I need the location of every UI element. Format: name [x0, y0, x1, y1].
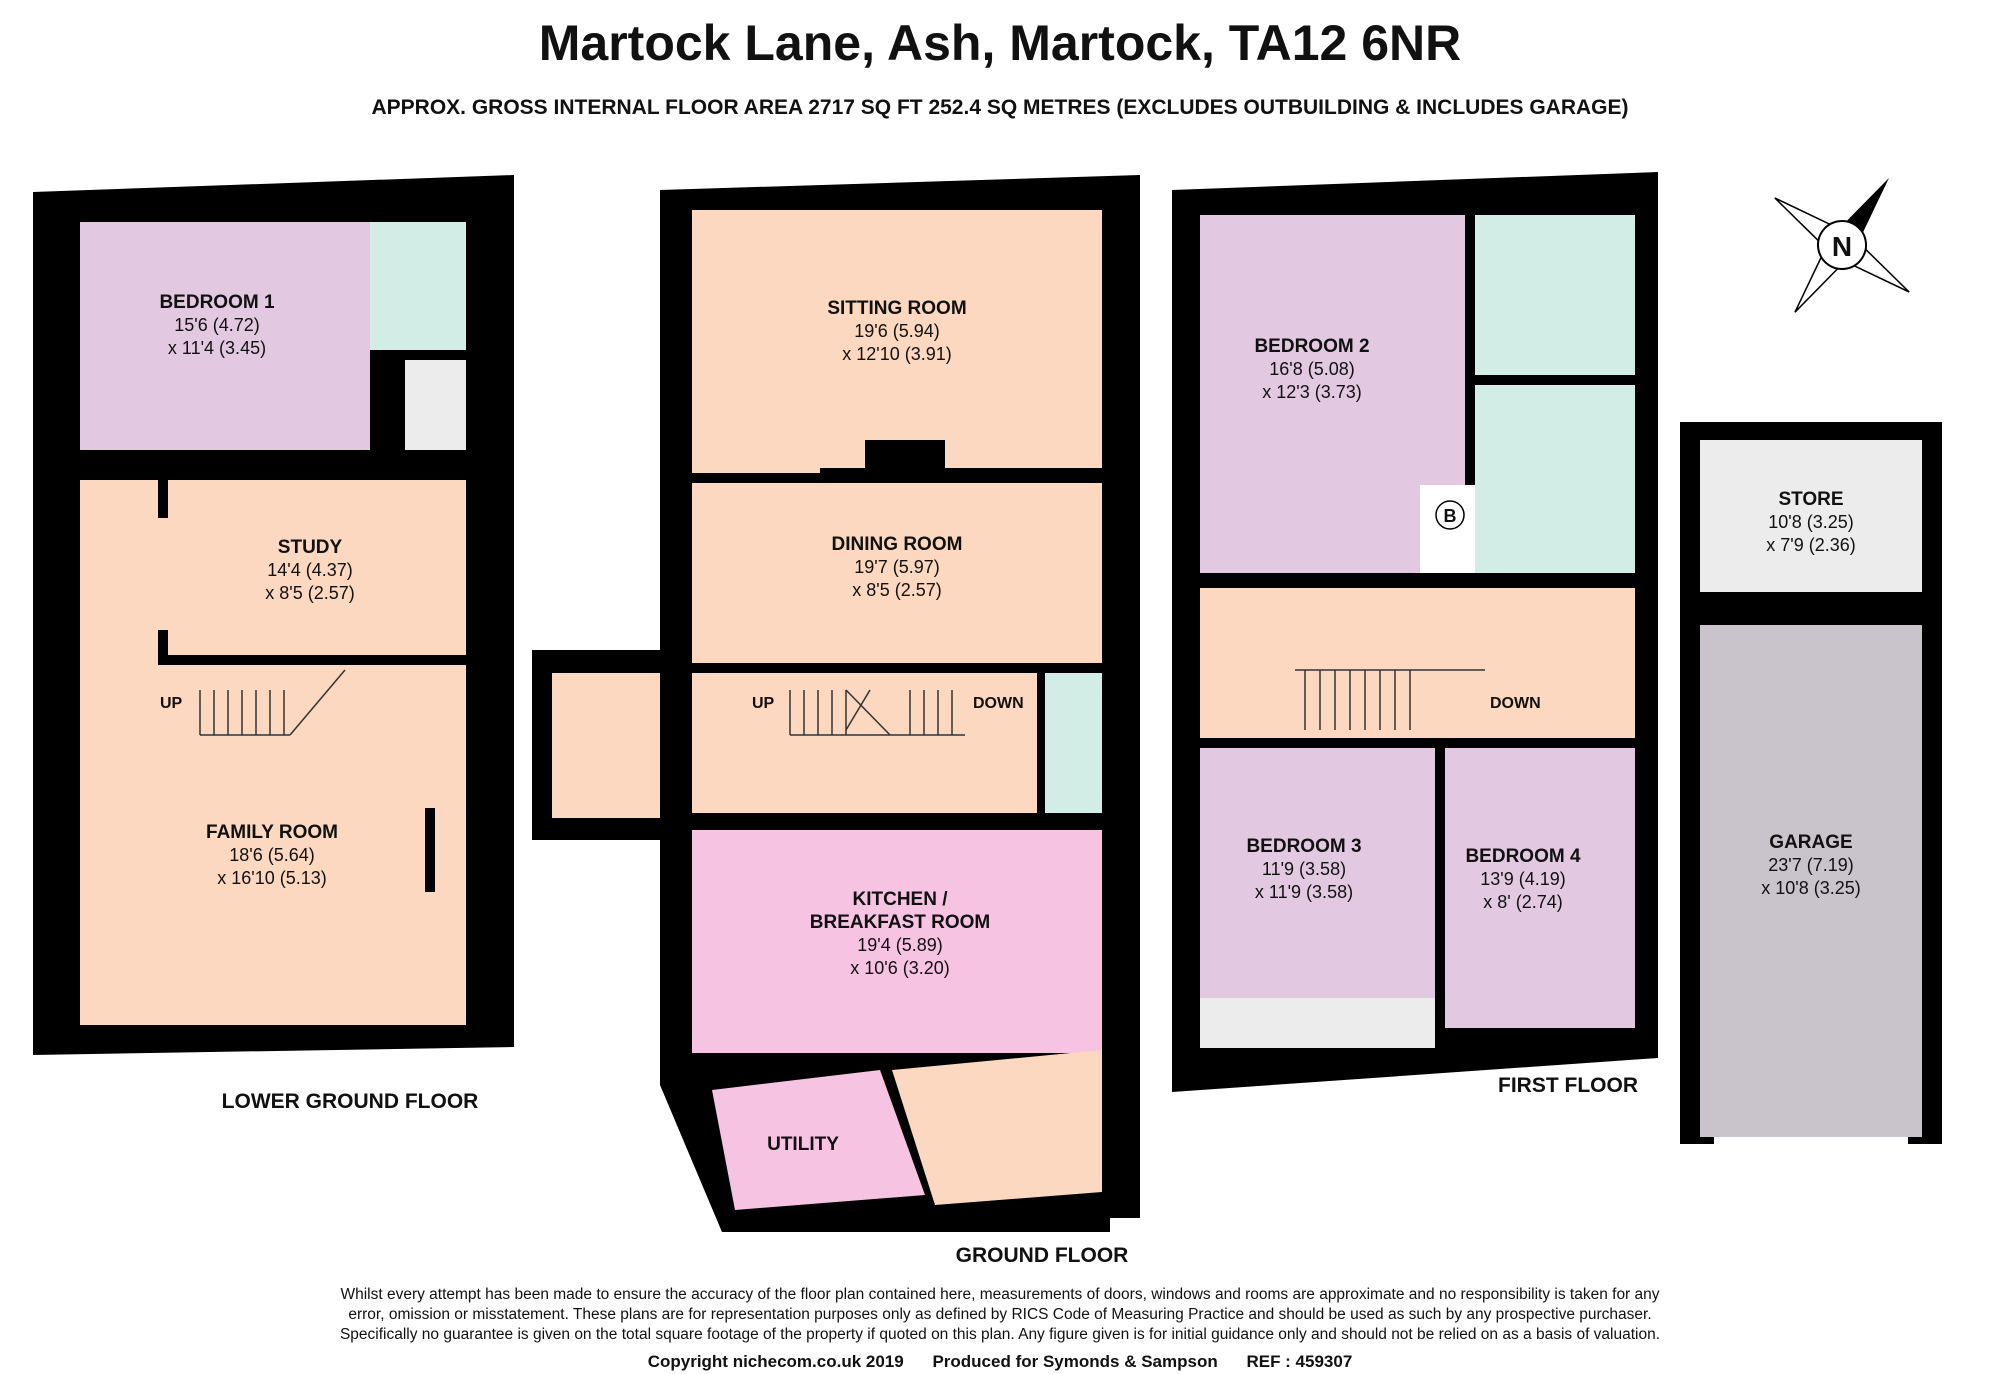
family-room-dim1: 18'6 (5.64) — [229, 845, 315, 865]
first-landing-fill — [1200, 588, 1635, 738]
sitting-room-dim2: x 12'10 (3.91) — [842, 344, 952, 364]
footer-produced: Produced for Symonds & Sampson — [932, 1352, 1218, 1371]
boiler-symbol — [1435, 500, 1465, 530]
bedroom2-name: BEDROOM 2 — [1254, 336, 1369, 357]
bedroom2-dim2: x 12'3 (3.73) — [1262, 382, 1362, 402]
footer-ref: REF : 459307 — [1246, 1352, 1353, 1371]
dining-room-fill — [692, 483, 1102, 663]
utility-fill — [712, 1070, 925, 1210]
lower-ground-floor-label: LOWER GROUND FLOOR — [222, 1090, 479, 1113]
sitting-room-fireplace — [865, 440, 945, 470]
study-name: STUDY — [278, 537, 343, 558]
compass-north-label: N — [1832, 231, 1852, 262]
compass-ring — [1817, 220, 1867, 270]
garage-dim1: 23'7 (7.19) — [1768, 855, 1854, 875]
bedroom3-wardrobe-fill — [1200, 998, 1435, 1048]
wardrobe-fill — [405, 360, 466, 450]
dining-room-dim1: 19'7 (5.97) — [854, 557, 940, 577]
sitting-room-fill — [692, 210, 1102, 473]
dining-room-name: DINING ROOM — [832, 534, 963, 555]
first-floor-label: FIRST FLOOR — [1498, 1074, 1638, 1097]
disclaimer: Whilst every attempt has been made to en… — [200, 1285, 1800, 1345]
lower-ground-floor: UP BEDROOM 1 15'6 (4.72) x 11'4 (3.45) S… — [33, 175, 514, 1113]
study-divider-wall — [158, 655, 466, 665]
kitchen-dim1: 19'4 (5.89) — [857, 935, 943, 955]
bedroom3-dim1: 11'9 (3.58) — [1262, 859, 1346, 879]
garage-door-opening — [1714, 1137, 1908, 1145]
garage-fill — [1700, 625, 1922, 1137]
boiler-label: B — [1444, 506, 1457, 526]
store-dim2: x 7'9 (2.36) — [1766, 535, 1855, 555]
ground-floor: UP DOWN SITTING ROOM 19'6 (5.94) x 12'10… — [532, 175, 1140, 1267]
bedroom2-dim1: 16'8 (5.08) — [1269, 359, 1355, 379]
bathroom-fill — [1475, 385, 1635, 573]
footer-copyright: Copyright nichecom.co.uk 2019 — [647, 1352, 904, 1371]
sitting-room-name: SITTING ROOM — [827, 298, 966, 319]
sitting-room-dim1: 19'6 (5.94) — [854, 321, 940, 341]
bedroom1-fill — [80, 222, 370, 450]
sitting-dining-wall — [820, 468, 1102, 478]
ground-stairs-down-label: DOWN — [973, 695, 1024, 712]
garage-dim2: x 10'8 (3.25) — [1761, 878, 1861, 898]
footer: Copyright nichecom.co.uk 2019 Produced f… — [0, 1352, 2000, 1372]
shower-room-fill — [1475, 215, 1635, 375]
bedroom4-dim1: 13'9 (4.19) — [1480, 869, 1566, 889]
dining-room-dim2: x 8'5 (2.57) — [852, 580, 941, 600]
north-compass — [1774, 177, 1910, 313]
study-dim1: 14'4 (4.37) — [267, 560, 353, 580]
garage-name: GARAGE — [1769, 832, 1852, 853]
porch-fill — [552, 673, 660, 818]
lower-living-fill — [80, 480, 466, 1025]
bedroom1-dim2: x 11'4 (3.45) — [168, 338, 266, 358]
study-wall-stub — [158, 630, 168, 665]
ground-stairs-up-label: UP — [752, 695, 775, 712]
family-room-dim2: x 16'10 (5.13) — [217, 868, 327, 888]
page-title: Martock Lane, Ash, Martock, TA12 6NR — [538, 15, 1462, 71]
study-dim2: x 8'5 (2.57) — [265, 583, 354, 603]
bedroom-study-wall — [80, 450, 110, 480]
bedroom1-name: BEDROOM 1 — [159, 292, 275, 313]
utility-name: UTILITY — [767, 1134, 839, 1155]
bedroom3-dim2: x 11'9 (3.58) — [1255, 882, 1353, 902]
family-room-name: FAMILY ROOM — [206, 822, 338, 843]
kitchen-name-line1: KITCHEN / — [853, 889, 949, 910]
store-name: STORE — [1778, 489, 1843, 510]
disclaimer-line-1: Whilst every attempt has been made to en… — [340, 1286, 1660, 1303]
ground-stairs — [789, 689, 965, 736]
bedroom4-fill — [1445, 748, 1635, 1028]
ground-hall-fill — [692, 673, 1037, 813]
sitting-dining-wall-stub — [660, 468, 692, 478]
bedroom-study-wall — [200, 450, 466, 480]
bedroom4-dim2: x 8' (2.74) — [1483, 892, 1562, 912]
kitchen-fill — [692, 830, 1102, 1053]
store-dim1: 10'8 (3.25) — [1768, 512, 1854, 532]
ensuite-fill — [370, 222, 466, 350]
lower-stairs — [199, 669, 346, 736]
ground-floor-label: GROUND FLOOR — [956, 1244, 1129, 1267]
ground-wc-fill — [1045, 673, 1102, 813]
outbuilding: STORE 10'8 (3.25) x 7'9 (2.36) GARAGE 23… — [1680, 422, 1942, 1145]
first-stairs-down-label: DOWN — [1490, 695, 1541, 712]
rear-lobby-fill — [892, 1050, 1102, 1205]
disclaimer-line-2: error, omission or misstatement. These p… — [348, 1306, 1652, 1323]
bedroom4-name: BEDROOM 4 — [1465, 846, 1581, 867]
bedroom1-dim1: 15'6 (4.72) — [174, 315, 260, 335]
compass-north-pointer — [1846, 177, 1890, 233]
first-floor: B DOWN BEDROOM 2 16'8 (5.08) x 12'3 (3.7… — [1172, 172, 1658, 1097]
disclaimer-line-3: Specifically no guarantee is given on th… — [339, 1326, 1661, 1343]
floor-area-subtitle: APPROX. GROSS INTERNAL FLOOR AREA 2717 S… — [371, 96, 1629, 119]
bedroom3-name: BEDROOM 3 — [1246, 836, 1361, 857]
kitchen-name-line2: BREAKFAST ROOM — [810, 912, 991, 933]
stairs-up-label: UP — [160, 695, 183, 712]
kitchen-dim2: x 10'6 (3.20) — [850, 958, 950, 978]
study-wall-stub — [158, 480, 168, 518]
first-stairs — [1295, 669, 1485, 730]
store-fill — [1700, 440, 1922, 592]
